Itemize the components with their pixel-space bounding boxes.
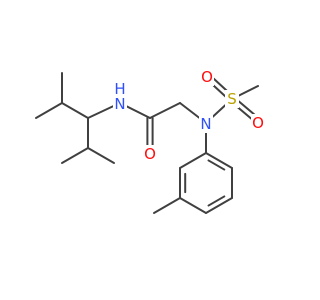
bond-r3-r4 (179, 197, 207, 214)
bond-ch4-me4 (87, 147, 115, 164)
sulfonamide-n-letter: N (200, 115, 211, 133)
bond-ch1-ch3 (61, 102, 89, 119)
sulfonamide-n-label: N (199, 115, 213, 133)
bond-r3-rme (153, 197, 181, 214)
bond-r1-r2 (179, 152, 207, 169)
amide-h-letter: H (114, 80, 125, 98)
bond-me1-ch1 (35, 102, 63, 119)
bond-co-ch2 (149, 102, 181, 119)
bond-ch4-me3 (61, 147, 89, 164)
sulfonyl-o-bottom-letter: O (252, 114, 264, 132)
molecule-diagram: N H O N S O O (35, 68, 265, 214)
bond-r6-r1 (205, 152, 233, 169)
atom-label-layer: N H O N S O O (113, 68, 265, 163)
aromatic-inner-bond-r6-r1 (207, 159, 226, 171)
sulfur-label: S (225, 90, 239, 108)
amide-n-letter: N (114, 95, 125, 113)
sulfonyl-o-top-letter: O (201, 68, 213, 86)
sulfur-letter: S (227, 90, 237, 108)
amide-nh-label: N H (113, 80, 127, 119)
carbonyl-o-label: O (143, 145, 157, 163)
carbonyl-o-letter: O (144, 145, 156, 163)
bond-r4-r5 (205, 197, 233, 214)
aromatic-inner-bond-r4-r5 (207, 195, 226, 207)
sulfonyl-o-top-label: O (200, 68, 214, 86)
sulfonyl-o-bottom-label: O (251, 114, 265, 132)
